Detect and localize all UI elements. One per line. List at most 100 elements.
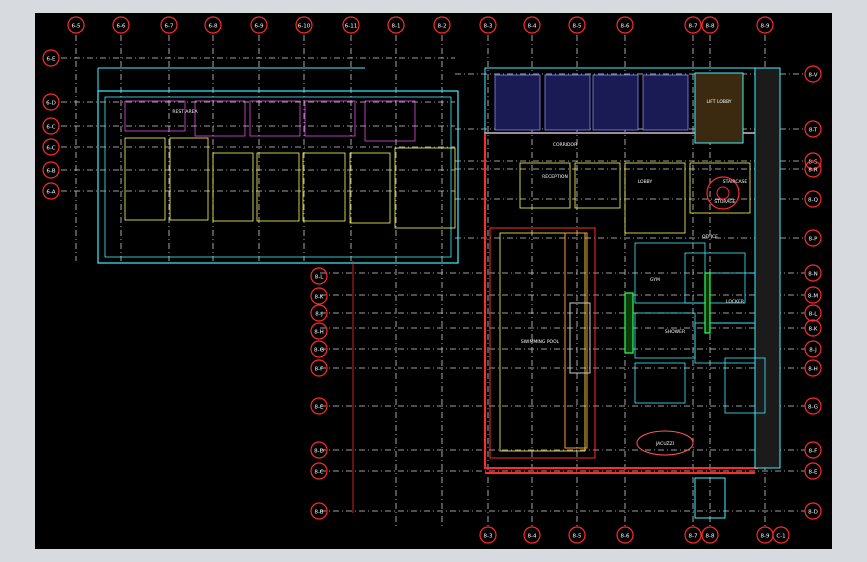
entry-vestibule [694, 477, 726, 519]
central-room [624, 162, 686, 234]
left-axis-bubble [42, 117, 60, 135]
bottom-axis-bubble-label: 8-4 [528, 534, 537, 540]
bottom-axis-bubble-label: 8-9 [761, 534, 770, 540]
top-axis-bubble [684, 16, 702, 34]
guest-room [169, 137, 209, 221]
guest-room [124, 137, 166, 221]
top-axis-bubble-label: 6-10 [298, 24, 311, 30]
right-axis-bubble-label: 8-N [808, 272, 818, 278]
top-axis-bubble-label: 8-1 [392, 24, 401, 30]
left-axis-bubble-label: 6-E [47, 57, 56, 63]
right-axis-bubble [804, 286, 822, 304]
right-axis-bubble-label: 8-H [808, 367, 818, 373]
right-axis-bubble [804, 304, 822, 322]
right-axis-bubble-label: 8-J [809, 348, 817, 354]
top-axis-bubble [616, 16, 634, 34]
office-label: OFFICE [702, 234, 718, 240]
storage-label: STORAGE [714, 199, 736, 205]
mid-left-axis-bubble-label: 8-K [314, 295, 323, 301]
locker-cell [704, 272, 756, 324]
upper-room [494, 74, 541, 131]
east-wall-band [754, 67, 781, 469]
shower-label: SHOWER [665, 329, 685, 335]
right-axis-bubble [804, 152, 822, 170]
guest-room [394, 147, 456, 229]
locker-cell [694, 322, 756, 364]
top-axis-bubble [160, 16, 178, 34]
bottom-axis-bubble-label: 8-6 [621, 534, 630, 540]
corridor-label: CORRIDOR [553, 142, 577, 148]
mid-left-axis-bubble [310, 441, 328, 459]
upper-room [544, 74, 591, 131]
right-axis-bubble [804, 397, 822, 415]
spiral-staircase-core [716, 186, 730, 200]
right-axis-bubble-label: 8-L [809, 312, 818, 318]
top-axis-bubble-label: 8-8 [706, 24, 715, 30]
mid-left-axis-bubble [310, 304, 328, 322]
right-axis-bubble [804, 190, 822, 208]
top-axis-bubble [387, 16, 405, 34]
right-axis-bubble-label: 8-G [808, 405, 818, 411]
bottom-axis-bubble [479, 526, 497, 544]
left-wing-inner [104, 96, 452, 258]
right-axis-bubble-label: 8-K [808, 327, 817, 333]
right-axis-bubble-label: 8-R [808, 168, 817, 174]
top-axis-bubble [250, 16, 268, 34]
top-axis-bubble-label: 8-9 [761, 24, 770, 30]
left-axis-bubble-label: 6-C [46, 125, 55, 131]
jacuzzi-label: JACUZZI [655, 441, 674, 447]
guest-room [212, 152, 254, 222]
suite-room [194, 100, 246, 137]
mid-left-axis-bubble [310, 267, 328, 285]
bottom-axis-bubble [772, 526, 790, 544]
mid-left-axis-bubble [310, 359, 328, 377]
top-axis-bubble [756, 16, 774, 34]
mid-left-axis-bubble [310, 397, 328, 415]
top-axis-bubble [67, 16, 85, 34]
pool-hall [489, 227, 596, 459]
bottom-axis-bubble [701, 526, 719, 544]
suite-room [304, 100, 356, 137]
left-axis-bubble-label: 6-C [46, 146, 55, 152]
bottom-axis-bubble [568, 526, 586, 544]
mid-left-axis-bubble-label: 8-J [315, 312, 323, 318]
top-axis-bubble-label: 6-5 [72, 24, 81, 30]
left-axis-bubble-label: 6-A [46, 190, 55, 196]
top-axis-bubble-label: 8-4 [528, 24, 537, 30]
right-axis-bubble [804, 462, 822, 480]
top-axis-bubble-label: 8-7 [689, 24, 698, 30]
top-axis-bubble [523, 16, 541, 34]
suite-room [249, 100, 301, 137]
left-axis-bubble [42, 93, 60, 111]
top-axis-bubble [295, 16, 313, 34]
locker-cell [634, 362, 686, 404]
right-axis-bubble [804, 229, 822, 247]
reception-label: RECEPTION [542, 174, 568, 180]
upper-room [642, 74, 689, 131]
bottom-axis-bubble-label: 8-7 [689, 534, 698, 540]
right-axis-bubble-label: 8-D [808, 510, 818, 516]
right-axis-bubble [804, 441, 822, 459]
locker-cell [684, 252, 746, 304]
rest-area-label: REST AREA [172, 109, 198, 115]
mid-left-axis-bubble-label: 8-G [314, 348, 324, 354]
bottom-axis-bubble [684, 526, 702, 544]
top-axis-bubble-label: 8-3 [484, 24, 493, 30]
lobby-label: LOBBY [638, 179, 653, 185]
bottom-axis-bubble-label: C-1 [776, 534, 785, 540]
top-axis-bubble [433, 16, 451, 34]
green-partition-2 [704, 272, 711, 334]
right-axis-bubble-label: 8-T [809, 128, 818, 134]
mid-left-axis-bubble-label: 8-L [315, 275, 324, 281]
lift-core [694, 72, 744, 144]
guest-room [302, 152, 346, 222]
right-axis-bubble [804, 319, 822, 337]
mid-left-axis-bubble-label: 8-D [314, 449, 324, 455]
bottom-axis-bubble-label: 8-5 [573, 534, 582, 540]
swimming-pool [499, 232, 586, 452]
mid-left-axis-bubble-label: 8-H [314, 330, 324, 336]
mid-left-axis-bubble [310, 287, 328, 305]
